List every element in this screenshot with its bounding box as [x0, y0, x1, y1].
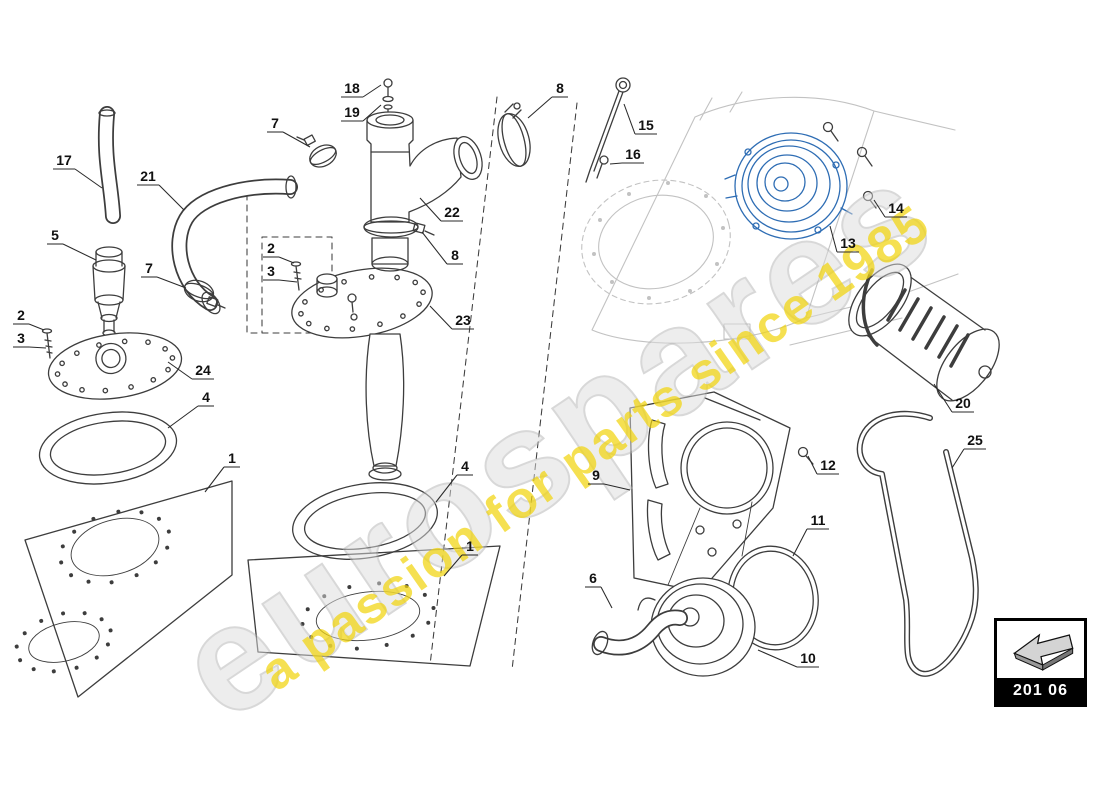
svg-text:10: 10 [800, 650, 816, 666]
callout-24: 24 [167, 361, 214, 380]
svg-text:17: 17 [56, 152, 72, 168]
callout-2: 2 [13, 307, 45, 331]
callout-3: 3 [263, 263, 298, 283]
svg-text:1: 1 [228, 450, 236, 466]
svg-text:21: 21 [140, 168, 156, 184]
callout-20: 20 [933, 383, 974, 413]
callout-2: 2 [263, 240, 295, 264]
callout-3: 3 [13, 330, 47, 349]
callout-14: 14 [873, 199, 907, 218]
part-6-hose [591, 609, 688, 656]
svg-text:15: 15 [638, 117, 654, 133]
part-1-panel-left [14, 480, 233, 698]
svg-text:8: 8 [451, 247, 459, 263]
svg-text:4: 4 [461, 458, 469, 474]
page-ref-code: 201 06 [997, 678, 1084, 704]
part-4-gasket-middle [292, 482, 438, 560]
callout-25: 25 [951, 432, 986, 469]
tank-ghost-outline [581, 91, 959, 346]
part-15-dipstick [585, 77, 631, 183]
fastener-18-19 [382, 78, 394, 118]
callout-9: 9 [588, 467, 631, 491]
svg-text:11: 11 [811, 512, 826, 528]
callout-15: 15 [623, 103, 657, 135]
part-24-flange-plate [47, 332, 183, 400]
callout-13: 13 [829, 225, 859, 253]
clamp-8-right [497, 102, 531, 168]
part-13-pump-flange [724, 132, 853, 240]
callout-5: 5 [47, 227, 97, 261]
clamp-8-lower [363, 216, 435, 238]
svg-text:13: 13 [840, 235, 856, 251]
part-1-panel-middle [247, 545, 501, 667]
callout-11: 11 [792, 512, 829, 557]
svg-text:22: 22 [444, 204, 460, 220]
svg-text:25: 25 [967, 432, 983, 448]
svg-text:2: 2 [267, 240, 275, 256]
svg-text:3: 3 [17, 330, 25, 346]
part-9-mounting-bracket [629, 391, 791, 593]
svg-text:24: 24 [195, 362, 211, 378]
watermark: eurospares a passion for parts since 198… [148, 125, 964, 752]
part-20-pump-canister [848, 263, 1000, 402]
fastener-16 [596, 155, 609, 179]
callout-4: 4 [167, 389, 214, 429]
callout-layer: 1752324412177181922882323411516131412911… [13, 80, 986, 668]
svg-text:16: 16 [625, 146, 641, 162]
part-23-flange-funnel [291, 237, 433, 481]
svg-text:7: 7 [271, 115, 279, 131]
callout-23: 23 [429, 305, 474, 330]
svg-text:19: 19 [344, 104, 360, 120]
svg-text:8: 8 [556, 80, 564, 96]
callout-7: 7 [141, 260, 187, 289]
direction-arrow-icon [997, 621, 1084, 678]
part-17-hose [97, 106, 121, 224]
assembly-boundary-dashed [246, 96, 578, 671]
watermark-tagline-text: a passion for parts since 1985 [250, 194, 941, 702]
svg-text:7: 7 [145, 260, 153, 276]
part-22-elbow-pipe [366, 111, 483, 223]
svg-text:20: 20 [955, 395, 971, 411]
callout-12: 12 [807, 455, 839, 475]
svg-text:6: 6 [589, 570, 597, 586]
callout-6: 6 [585, 570, 613, 609]
svg-text:9: 9 [592, 467, 600, 483]
callout-7: 7 [267, 115, 311, 148]
fasteners-14 [822, 121, 877, 209]
fastener-2-3-middle [290, 261, 302, 291]
page-ref-box[interactable]: 201 06 [994, 618, 1087, 707]
callout-22: 22 [419, 197, 463, 222]
callout-18: 18 [341, 80, 382, 98]
svg-text:18: 18 [344, 80, 360, 96]
part-21-hose [171, 175, 298, 315]
callout-4: 4 [435, 458, 473, 503]
callout-21: 21 [137, 168, 185, 211]
svg-text:5: 5 [51, 227, 59, 243]
callout-8: 8 [421, 231, 463, 265]
svg-text:23: 23 [455, 312, 471, 328]
callout-10: 10 [757, 649, 819, 668]
svg-text:14: 14 [888, 200, 904, 216]
callout-8: 8 [527, 80, 568, 119]
callout-1: 1 [443, 538, 478, 577]
part-25-retaining-strap [856, 410, 979, 677]
callout-16: 16 [609, 146, 644, 165]
part-4-gasket-left [38, 411, 178, 485]
clamp-7-lower [183, 279, 226, 309]
callout-1: 1 [204, 450, 240, 493]
svg-text:2: 2 [17, 307, 25, 323]
clamp-7-upper [296, 134, 337, 168]
svg-text:1: 1 [466, 538, 474, 554]
callout-19: 19 [341, 104, 382, 122]
svg-text:4: 4 [202, 389, 210, 405]
callout-17: 17 [53, 152, 103, 189]
fastener-2-3-left [41, 328, 53, 359]
svg-text:12: 12 [820, 457, 836, 473]
svg-text:3: 3 [267, 263, 275, 279]
